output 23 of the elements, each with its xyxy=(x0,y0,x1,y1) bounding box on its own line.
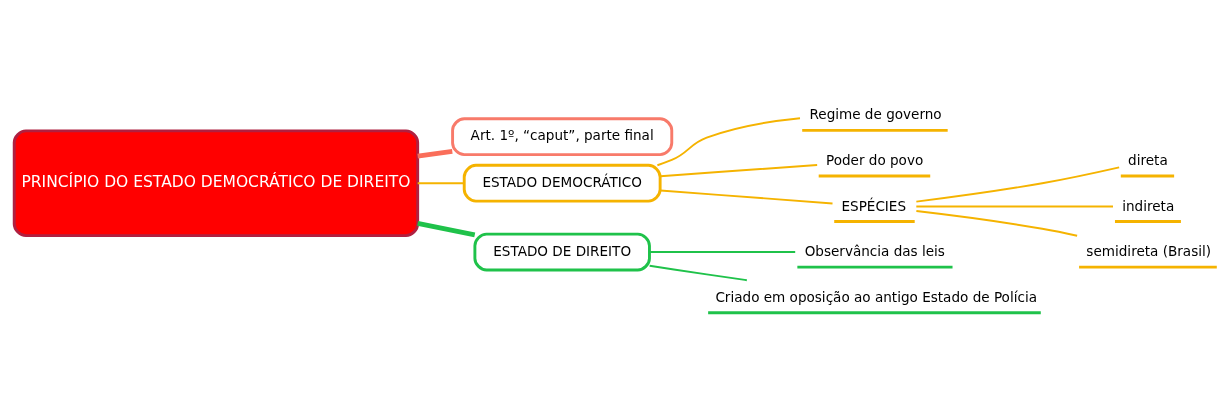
node-box: ESTADO DEMOCRÁTICO xyxy=(462,163,662,203)
node-text: semidireta (Brasil) xyxy=(1086,242,1212,259)
node-text: direta xyxy=(1128,151,1168,168)
connector xyxy=(915,209,1079,237)
connector xyxy=(656,116,801,166)
node-text: ESPÉCIES xyxy=(841,197,907,214)
connector xyxy=(915,205,1114,207)
node-box: Art. 1º, “caput”, parte final xyxy=(451,116,674,156)
node-text: Criado em oposição ao antigo Estado de Polícia xyxy=(715,288,1037,305)
node-text: indireta xyxy=(1122,197,1175,214)
connector xyxy=(648,264,748,281)
connector xyxy=(648,250,797,253)
connector xyxy=(416,181,465,184)
node-box: PRINCÍPIO DO ESTADO DEMOCRÁTICO DE DIREITO xyxy=(12,128,420,237)
connector xyxy=(417,148,453,158)
connector xyxy=(659,189,834,204)
node-text: Observância das leis xyxy=(804,242,945,259)
connector xyxy=(417,220,476,237)
node-text: Poder do povo xyxy=(825,151,924,168)
node-box: ESTADO DE DIREITO xyxy=(473,232,651,271)
node-text: Regime de governo xyxy=(809,105,942,122)
connector xyxy=(915,165,1121,203)
connector xyxy=(659,163,819,177)
